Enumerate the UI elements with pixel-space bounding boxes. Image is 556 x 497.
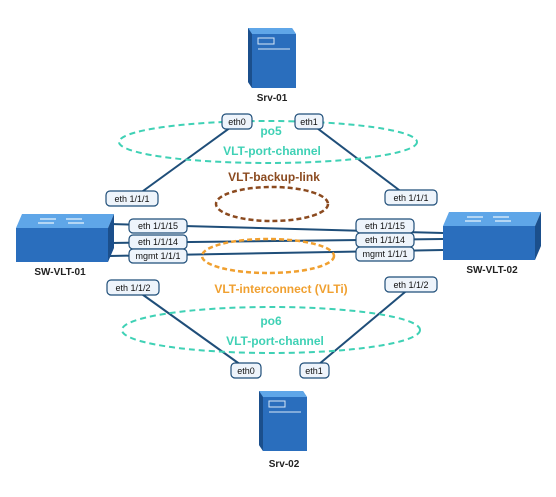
po5-label: po5 <box>260 124 282 138</box>
switch-sw-vlt-01[interactable]: SW-VLT-01 <box>16 214 114 278</box>
po5-ellipse <box>118 120 418 164</box>
port-label: eth1 <box>300 117 318 127</box>
port-label: eth1 <box>305 366 323 376</box>
device-label-sw-vlt-01: SW-VLT-01 <box>34 267 86 278</box>
port-label: mgmt 1/1/1 <box>362 249 407 259</box>
port-tag[interactable]: eth 1/1/15 <box>128 218 188 234</box>
port-label: eth0 <box>228 117 246 127</box>
port-label: eth 1/1/15 <box>365 221 405 231</box>
port-tag[interactable]: eth0 <box>230 362 262 379</box>
po6-ellipse <box>121 306 421 354</box>
port-tag[interactable]: eth 1/1/1 <box>105 190 159 207</box>
backup-link-label: VLT-backup-link <box>228 170 320 184</box>
port-label: eth 1/1/15 <box>138 221 178 231</box>
vlti-label: VLT-interconnect (VLTi) <box>214 282 347 296</box>
device-label-srv01: Srv-01 <box>257 93 288 104</box>
port-label: eth 1/1/14 <box>138 237 178 247</box>
server-srv02[interactable]: Srv-02 <box>259 391 307 470</box>
link-srv01-eth1-sw2 <box>308 121 412 200</box>
port-label: eth 1/1/1 <box>393 193 428 203</box>
link-srv01-eth0-sw1 <box>131 121 239 200</box>
port-tag[interactable]: eth1 <box>299 362 330 379</box>
port-label: eth 1/1/2 <box>115 283 150 293</box>
backup-link-ellipse <box>214 185 330 223</box>
port-label: eth 1/1/1 <box>114 194 149 204</box>
link-sw1-srv02-eth0 <box>131 286 249 371</box>
server-icon <box>248 28 296 88</box>
port-label: eth0 <box>237 366 255 376</box>
port-tag[interactable]: eth 1/1/2 <box>384 276 438 293</box>
link-sw2-srv02-eth1 <box>311 286 412 371</box>
server-icon <box>259 391 307 451</box>
device-label-srv02: Srv-02 <box>269 459 300 470</box>
port-label: mgmt 1/1/1 <box>135 251 180 261</box>
port-tag[interactable]: eth 1/1/1 <box>384 189 438 206</box>
port-label: eth 1/1/2 <box>393 280 428 290</box>
port-tag[interactable]: mgmt 1/1/1 <box>128 248 188 264</box>
port-tag[interactable]: mgmt 1/1/1 <box>355 246 415 262</box>
port-tag[interactable]: eth0 <box>221 113 253 130</box>
port-tag[interactable]: eth1 <box>294 113 324 130</box>
port-tag[interactable]: eth 1/1/2 <box>106 279 160 296</box>
port-label: eth 1/1/14 <box>365 235 405 245</box>
port-tag[interactable]: eth 1/1/15 <box>355 218 415 234</box>
switch-sw-vlt-02[interactable]: SW-VLT-02 <box>443 212 541 276</box>
switch-icon <box>16 228 108 262</box>
server-srv01[interactable]: Srv-01 <box>248 28 296 104</box>
port-tag[interactable]: eth 1/1/14 <box>128 234 188 250</box>
port-tag[interactable]: eth 1/1/14 <box>355 232 415 248</box>
switch-icon <box>443 226 535 260</box>
vlti-ellipse <box>200 237 336 275</box>
device-label-sw-vlt-02: SW-VLT-02 <box>466 265 518 276</box>
po5-sub-label: VLT-port-channel <box>223 144 321 158</box>
po6-label: po6 <box>260 314 282 328</box>
port-tags: eth0 eth1 eth 1/1/1 eth 1/1/1 eth 1/1/15… <box>105 113 438 379</box>
po6-sub-label: VLT-port-channel <box>226 334 324 348</box>
